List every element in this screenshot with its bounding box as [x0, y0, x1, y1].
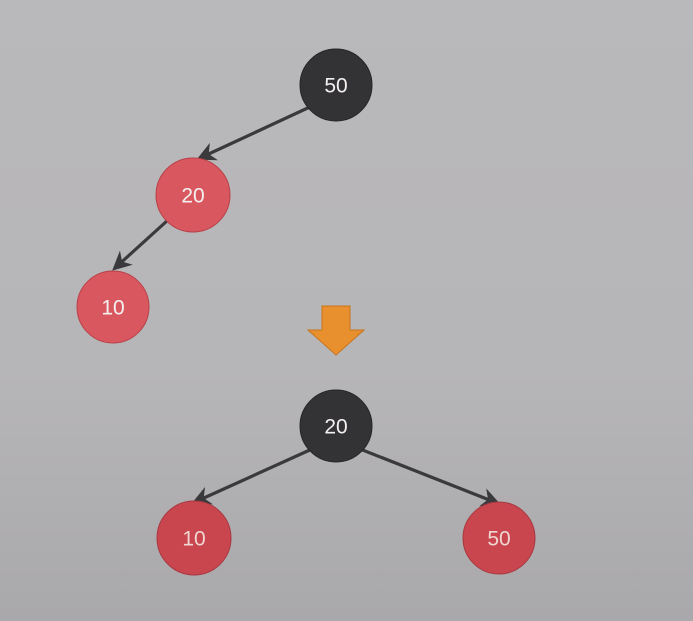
- node-after-root: 20: [299, 389, 373, 463]
- edge-20-to-50-after: [359, 447, 501, 507]
- node-before-left-grandchild: 10: [76, 270, 150, 344]
- node-before-root-label: 50: [324, 75, 347, 98]
- down-arrow-icon: [306, 305, 366, 356]
- after-tree: 20 10 50: [156, 389, 536, 576]
- node-after-left-child-label: 10: [182, 528, 205, 551]
- node-after-right-child: 50: [462, 501, 536, 575]
- node-after-right-child-label: 50: [487, 528, 510, 551]
- node-before-root: 50: [299, 48, 373, 122]
- node-after-left-child: 10: [156, 500, 232, 576]
- edge-20-to-10-after: [191, 447, 313, 505]
- node-before-left-child: 20: [155, 157, 231, 233]
- edge-50-to-20: [196, 104, 313, 161]
- node-after-root-label: 20: [324, 416, 347, 439]
- edge-20-to-10: [112, 218, 170, 271]
- node-before-left-child-label: 20: [181, 185, 204, 208]
- node-before-left-grandchild-label: 10: [101, 297, 124, 320]
- before-tree: 50 20 10: [76, 48, 373, 344]
